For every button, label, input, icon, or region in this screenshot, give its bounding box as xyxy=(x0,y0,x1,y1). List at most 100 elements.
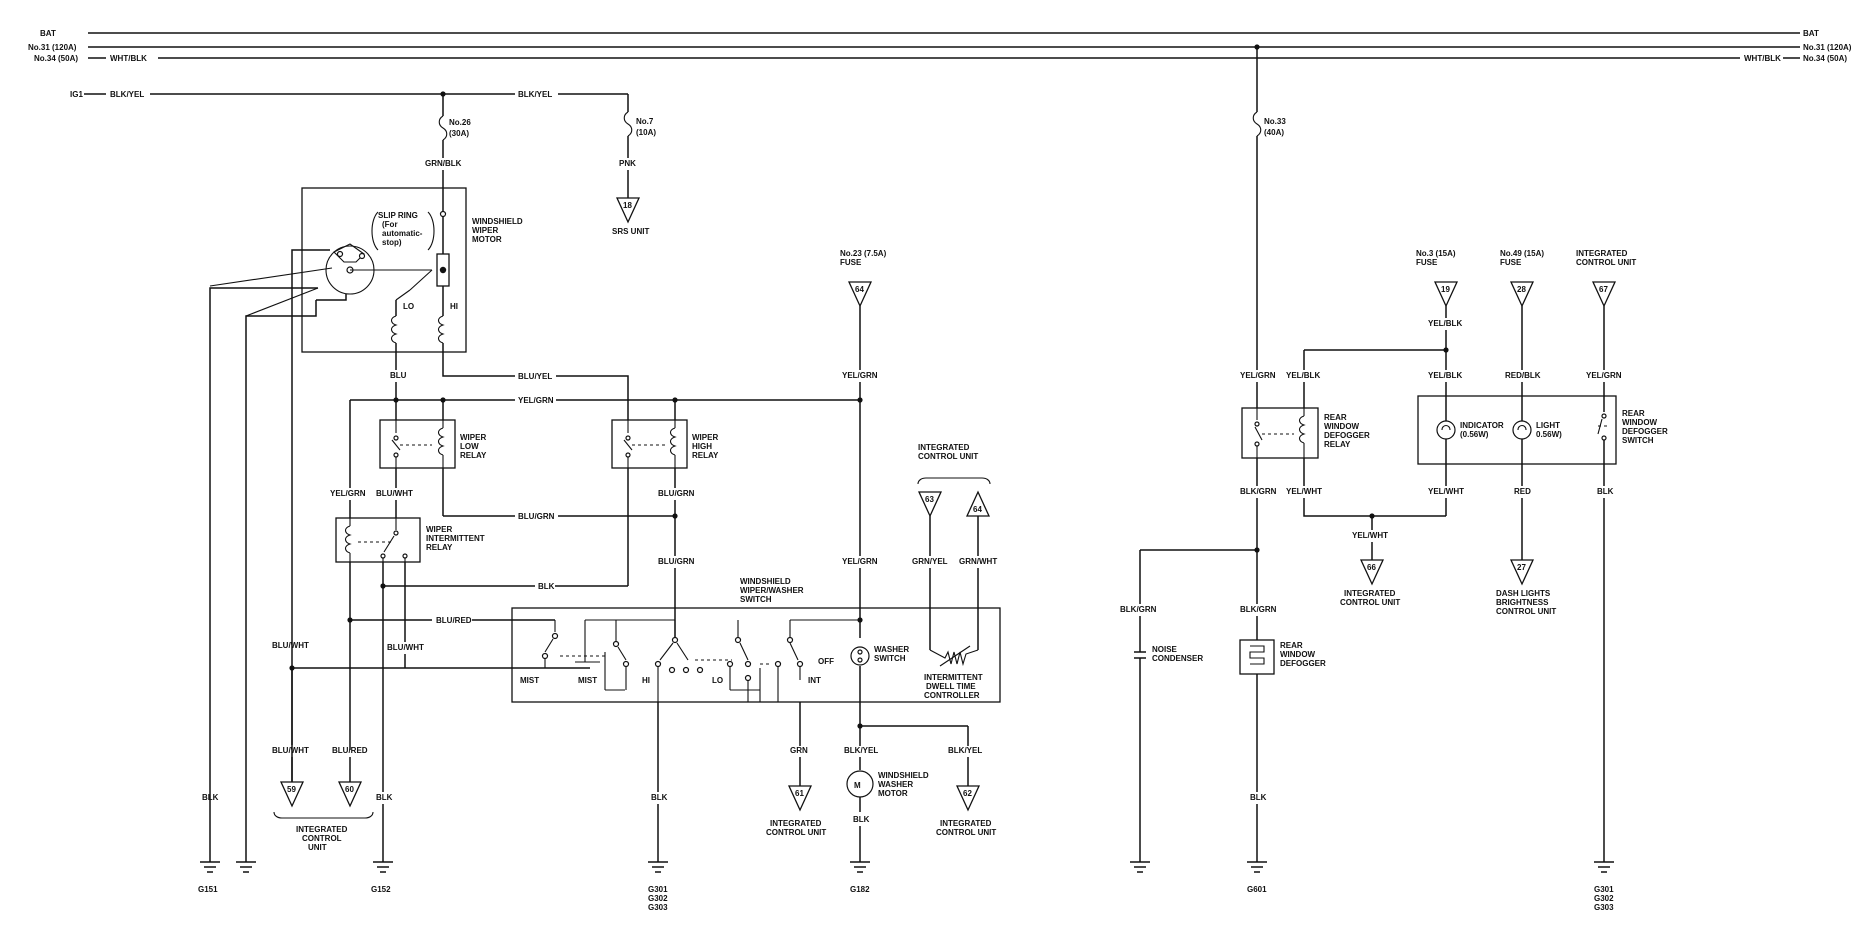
ground-g301-label: G301 xyxy=(648,885,668,894)
ground-g152-label: G152 xyxy=(371,885,391,894)
wire-blu-wht-lower-label: BLU/WHT xyxy=(387,643,424,652)
bus-bat-label: BAT xyxy=(1803,29,1819,38)
light-label-2: 0.56W) xyxy=(1536,430,1562,439)
wire-yel-wht-ind-label: YEL/WHT xyxy=(1428,487,1464,496)
connector-64-icu-label: 64 xyxy=(973,505,982,514)
washer-motor-label-3: MOTOR xyxy=(878,789,908,798)
ground-g303-label: G303 xyxy=(648,903,668,912)
wire-blk-grn-cond-label: BLK/GRN xyxy=(1120,605,1157,614)
dwell-label-3: CONTROLLER xyxy=(924,691,980,700)
washer-switch-label-1: WASHER xyxy=(874,645,909,654)
wiper-relay-wiring: BLU BLU/YEL YEL/GRN xyxy=(349,354,863,488)
ground-g601-label: G601 xyxy=(1247,885,1267,894)
fuse-no33-label: No.33 xyxy=(1264,117,1286,126)
wire-red-label: RED xyxy=(1514,487,1531,496)
switch-title-1: WINDSHIELD xyxy=(740,577,791,586)
wire-blu-grn-switch-label: BLU/GRN xyxy=(658,557,695,566)
rear-window-defogger-switch: INDICATOR (0.56W) LIGHT 0.56W) REAR WIND… xyxy=(1417,395,1668,465)
switch-hi-label: HI xyxy=(642,676,650,685)
hi-label: HI xyxy=(450,302,458,311)
wire-blu-grn-label: BLU/GRN xyxy=(518,512,555,521)
wiper-motor-label-2: WIPER xyxy=(472,226,498,235)
washer-motor-label-1: WINDSHIELD xyxy=(878,771,929,780)
icu-c66-label-2: CONTROL UNIT xyxy=(1340,598,1400,607)
connector-61-label: 61 xyxy=(795,789,804,798)
switch-outputs: BLK G301 G302 G303 GRN 61 INTEGRATED CON… xyxy=(648,666,996,912)
fuse-no26-rating: (30A) xyxy=(449,129,469,138)
wiper-washer-switch: WINDSHIELD WIPER/WASHER SWITCH MIST MIST… xyxy=(511,577,1001,703)
bus-bat-left-label: BAT xyxy=(40,29,56,38)
wire-blu-wht-int-label: BLU/WHT xyxy=(376,489,413,498)
connector-60-label: 60 xyxy=(345,785,354,794)
wiper-high-relay-label-3: RELAY xyxy=(692,451,719,460)
srs-unit-label: SRS UNIT xyxy=(612,227,649,236)
ground-g303-right-label: G303 xyxy=(1594,903,1614,912)
defog-relay-label-1: REAR xyxy=(1324,413,1347,422)
wiper-high-relay-label-2: HIGH xyxy=(692,442,712,451)
wire-yel-blk-ind-label: YEL/BLK xyxy=(1428,371,1462,380)
defog-relay-label-3: DEFOGGER xyxy=(1324,431,1370,440)
wire-blu-red-c60-label: BLU/RED xyxy=(332,746,368,755)
left-lower-wiring: BLU/RED BLU/WHT BLU/WHT BLU/WHT 59 BLU/R… xyxy=(202,562,590,862)
fuse-no26: No.26 (30A) GRN/BLK xyxy=(425,94,471,188)
wiper-low-relay-label-2: LOW xyxy=(460,442,479,451)
icu-dwell-connectors: INTEGRATED CONTROL UNIT 63 64 GRN/YEL GR… xyxy=(912,443,997,650)
switch-int-label: INT xyxy=(808,676,821,685)
icu-c61-label-2: CONTROL UNIT xyxy=(766,828,826,837)
fuse-no23-fuse-label: FUSE xyxy=(840,258,862,267)
wire-blk-yel-left-label: BLK/YEL xyxy=(110,90,144,99)
wiper-intermittent-relay: WIPER INTERMITTENT RELAY xyxy=(335,517,485,563)
slip-ring-label-3: automatic- xyxy=(382,229,423,238)
wire-pnk-label: PNK xyxy=(619,159,636,168)
icu-top-right-label-2: CONTROL UNIT xyxy=(1576,258,1636,267)
bus-ig1-label: IG1 xyxy=(70,90,83,99)
wiper-motor-label-3: MOTOR xyxy=(472,235,502,244)
noise-condenser-label-2: CONDENSER xyxy=(1152,654,1203,663)
wire-blk-g151-label: BLK xyxy=(202,793,219,802)
fuse-no3-fuse-label: FUSE xyxy=(1416,258,1438,267)
connector-63-label: 63 xyxy=(925,495,934,504)
fuse-no7-rating: (10A) xyxy=(636,128,656,137)
wiper-high-relay: WIPER HIGH RELAY xyxy=(611,419,719,469)
connector-67-label: 67 xyxy=(1599,285,1608,294)
wire-blk-label: BLK xyxy=(538,582,555,591)
wire-grn-label: GRN xyxy=(790,746,808,755)
bus-no31-left-label: No.31 (120A) xyxy=(28,43,77,52)
wire-yel-grn-washer-label: YEL/GRN xyxy=(842,557,878,566)
fuse-no33: No.33 (40A) YEL/GRN xyxy=(1240,47,1286,408)
icu-c62-label-1: INTEGRATED xyxy=(940,819,992,828)
switch-title-2: WIPER/WASHER xyxy=(740,586,804,595)
wire-blk-grn-relay-label: BLK/GRN xyxy=(1240,487,1277,496)
dwell-label-2: DWELL TIME xyxy=(926,682,976,691)
switch-mist-label-2: MIST xyxy=(578,676,597,685)
wiper-low-relay-label-1: WIPER xyxy=(460,433,486,442)
wire-blk-g152-label: BLK xyxy=(376,793,393,802)
connector-28-label: 28 xyxy=(1517,285,1526,294)
fuse-no23-branch: No.23 (7.5A) FUSE 64 YEL/GRN YEL/GRN xyxy=(840,249,887,638)
indicator-label-1: INDICATOR xyxy=(1460,421,1504,430)
connector-66-label: 66 xyxy=(1367,563,1376,572)
wiper-int-relay-label-3: RELAY xyxy=(426,543,453,552)
wire-yel-grn-relay-label: YEL/GRN xyxy=(518,396,554,405)
slip-ring-label-2: (For xyxy=(382,220,398,229)
light-label-1: LIGHT xyxy=(1536,421,1560,430)
wiper-int-relay-label-2: INTERMITTENT xyxy=(426,534,485,543)
wire-blu-grn-relay-label: BLU/GRN xyxy=(658,489,695,498)
wire-yel-blk-fuse-label: YEL/BLK xyxy=(1428,319,1462,328)
icu-left-label-2: CONTROL xyxy=(302,834,342,843)
wire-yel-grn-defog-label: YEL/GRN xyxy=(1240,371,1276,380)
wire-yel-grn-switch-label: YEL/GRN xyxy=(1586,371,1622,380)
icu-c62-label-2: CONTROL UNIT xyxy=(936,828,996,837)
rear-defogger-label-1: REAR xyxy=(1280,641,1303,650)
rear-window-defogger-relay: REAR WINDOW DEFOGGER RELAY xyxy=(1241,407,1370,459)
rear-defogger-label-3: DEFOGGER xyxy=(1280,659,1326,668)
wire-blk-g601-label: BLK xyxy=(1250,793,1267,802)
defog-switch-label-2: WINDOW xyxy=(1622,418,1658,427)
wire-blk-yel-c62-label: BLK/YEL xyxy=(948,746,982,755)
lo-label: LO xyxy=(403,302,414,311)
fuse-no3-label: No.3 (15A) xyxy=(1416,249,1456,258)
wire-blu-yel-label: BLU/YEL xyxy=(518,372,552,381)
switch-title-3: SWITCH xyxy=(740,595,772,604)
rear-window-defogger: BLK/GRN REAR WINDOW DEFOGGER BLK G601 xyxy=(1239,605,1326,894)
